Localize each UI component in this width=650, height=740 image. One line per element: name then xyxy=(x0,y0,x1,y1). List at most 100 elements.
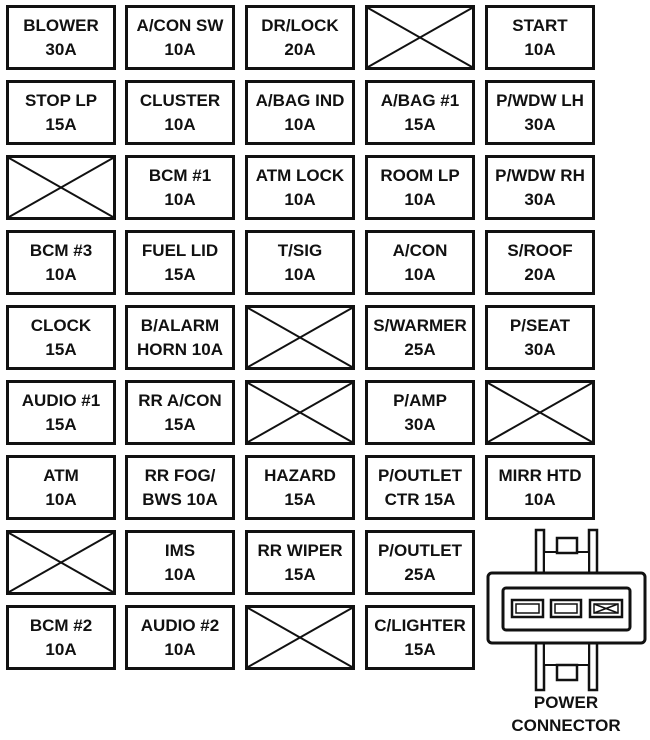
fuse-rating: 10A xyxy=(164,564,196,584)
fuse-name: ATM LOCK xyxy=(255,165,345,185)
fuse-slot: STOP LP 15A xyxy=(6,80,116,145)
fuse-name: CLUSTER xyxy=(139,90,221,110)
fuse-name: FUEL LID xyxy=(141,240,219,260)
fuse-slot: P/WDW LH 30A xyxy=(485,80,595,145)
fuse-name: HAZARD xyxy=(264,465,336,485)
fuse-name: A/CON SW xyxy=(136,15,224,35)
fuse-rating: CTR 15A xyxy=(384,489,456,509)
fuse-rating: 10A xyxy=(164,39,196,59)
fuse-slot: MIRR HTD 10A xyxy=(485,455,595,520)
fuse-rating: 15A xyxy=(284,564,316,584)
fuse-slot: S/ROOF 20A xyxy=(485,230,595,295)
fuse-rating: 10A xyxy=(164,114,196,134)
fuse-name: P/OUTLET xyxy=(377,540,463,560)
cross-icon xyxy=(368,8,472,67)
fuse-rating: 10A xyxy=(284,264,316,284)
fuse-rating: 30A xyxy=(45,39,77,59)
fuse-rating: 15A xyxy=(45,339,77,359)
fuse-rating: 10A xyxy=(164,639,196,659)
fuse-slot: RR WIPER 15A xyxy=(245,530,355,595)
fuse-slot: S/WARMER 25A xyxy=(365,305,475,370)
fuse-slot: ROOM LP 10A xyxy=(365,155,475,220)
fuse-name: S/WARMER xyxy=(373,315,467,335)
fuse-rating: HORN 10A xyxy=(137,339,223,359)
cross-icon xyxy=(9,533,113,592)
fuse-name: C/LIGHTER xyxy=(374,615,466,635)
fuse-slot: A/BAG IND 10A xyxy=(245,80,355,145)
fuse-rating: 10A xyxy=(284,189,316,209)
fuse-rating: 15A xyxy=(404,114,436,134)
empty-fuse-slot xyxy=(245,380,355,445)
fuse-rating: BWS 10A xyxy=(142,489,218,509)
fuse-name: S/ROOF xyxy=(507,240,573,260)
fuse-name: A/BAG IND xyxy=(255,90,345,110)
fuse-rating: 10A xyxy=(524,489,556,509)
empty-fuse-slot xyxy=(365,5,475,70)
empty-fuse-slot xyxy=(485,380,595,445)
fuse-rating: 20A xyxy=(524,264,556,284)
fuse-rating: 15A xyxy=(164,264,196,284)
fuse-slot: ATM LOCK 10A xyxy=(245,155,355,220)
fuse-slot: IMS 10A xyxy=(125,530,235,595)
fuse-rating: 10A xyxy=(284,114,316,134)
fuse-rating: 15A xyxy=(164,414,196,434)
fuse-rating: 20A xyxy=(284,39,316,59)
fuse-name: BCM #1 xyxy=(148,165,212,185)
fuse-name: A/BAG #1 xyxy=(380,90,460,110)
cross-icon xyxy=(248,383,352,442)
fuse-name: STOP LP xyxy=(24,90,98,110)
cross-icon xyxy=(248,308,352,367)
fuse-name: P/AMP xyxy=(393,390,447,410)
fuse-slot: BLOWER 30A xyxy=(6,5,116,70)
fuse-rating: 15A xyxy=(45,114,77,134)
fuse-slot: CLUSTER 10A xyxy=(125,80,235,145)
fuse-slot: AUDIO #2 10A xyxy=(125,605,235,670)
fuse-rating: 10A xyxy=(164,189,196,209)
fuse-slot: FUEL LID 15A xyxy=(125,230,235,295)
fuse-rating: 10A xyxy=(45,264,77,284)
empty-fuse-slot xyxy=(6,530,116,595)
fuse-name: CLOCK xyxy=(30,315,92,335)
fuse-rating: 10A xyxy=(45,639,77,659)
fuse-rating: 10A xyxy=(524,39,556,59)
fuse-slot: HAZARD 15A xyxy=(245,455,355,520)
fuse-name: AUDIO #2 xyxy=(140,615,220,635)
fuse-rating: 25A xyxy=(404,339,436,359)
empty-fuse-slot xyxy=(245,605,355,670)
fuse-slot: DR/LOCK 20A xyxy=(245,5,355,70)
fuse-name: T/SIG xyxy=(277,240,323,260)
fuse-name: MIRR HTD xyxy=(498,465,582,485)
fuse-rating: 15A xyxy=(284,489,316,509)
fuse-slot: BCM #3 10A xyxy=(6,230,116,295)
fuse-slot: A/CON SW 10A xyxy=(125,5,235,70)
fuse-name: DR/LOCK xyxy=(261,15,339,35)
fuse-rating: 30A xyxy=(524,114,556,134)
connector-label-line1: POWER xyxy=(533,693,599,712)
fuse-name: P/WDW LH xyxy=(496,90,584,110)
fuse-name: BCM #3 xyxy=(29,240,93,260)
fuse-slot: CLOCK 15A xyxy=(6,305,116,370)
fuse-name: P/WDW RH xyxy=(495,165,585,185)
fuse-rating: 10A xyxy=(404,189,436,209)
fuse-name: BLOWER xyxy=(23,15,99,35)
fuse-slot: T/SIG 10A xyxy=(245,230,355,295)
cross-icon xyxy=(9,158,113,217)
fuse-slot: RR FOG/BWS 10A xyxy=(125,455,235,520)
fuse-name: ROOM LP xyxy=(380,165,460,185)
fuse-name: ATM xyxy=(43,465,79,485)
empty-fuse-slot xyxy=(6,155,116,220)
fuse-rating: 15A xyxy=(404,639,436,659)
fuse-name: RR WIPER xyxy=(257,540,343,560)
fuse-rating: 30A xyxy=(524,189,556,209)
fuse-name: IMS xyxy=(164,540,196,560)
